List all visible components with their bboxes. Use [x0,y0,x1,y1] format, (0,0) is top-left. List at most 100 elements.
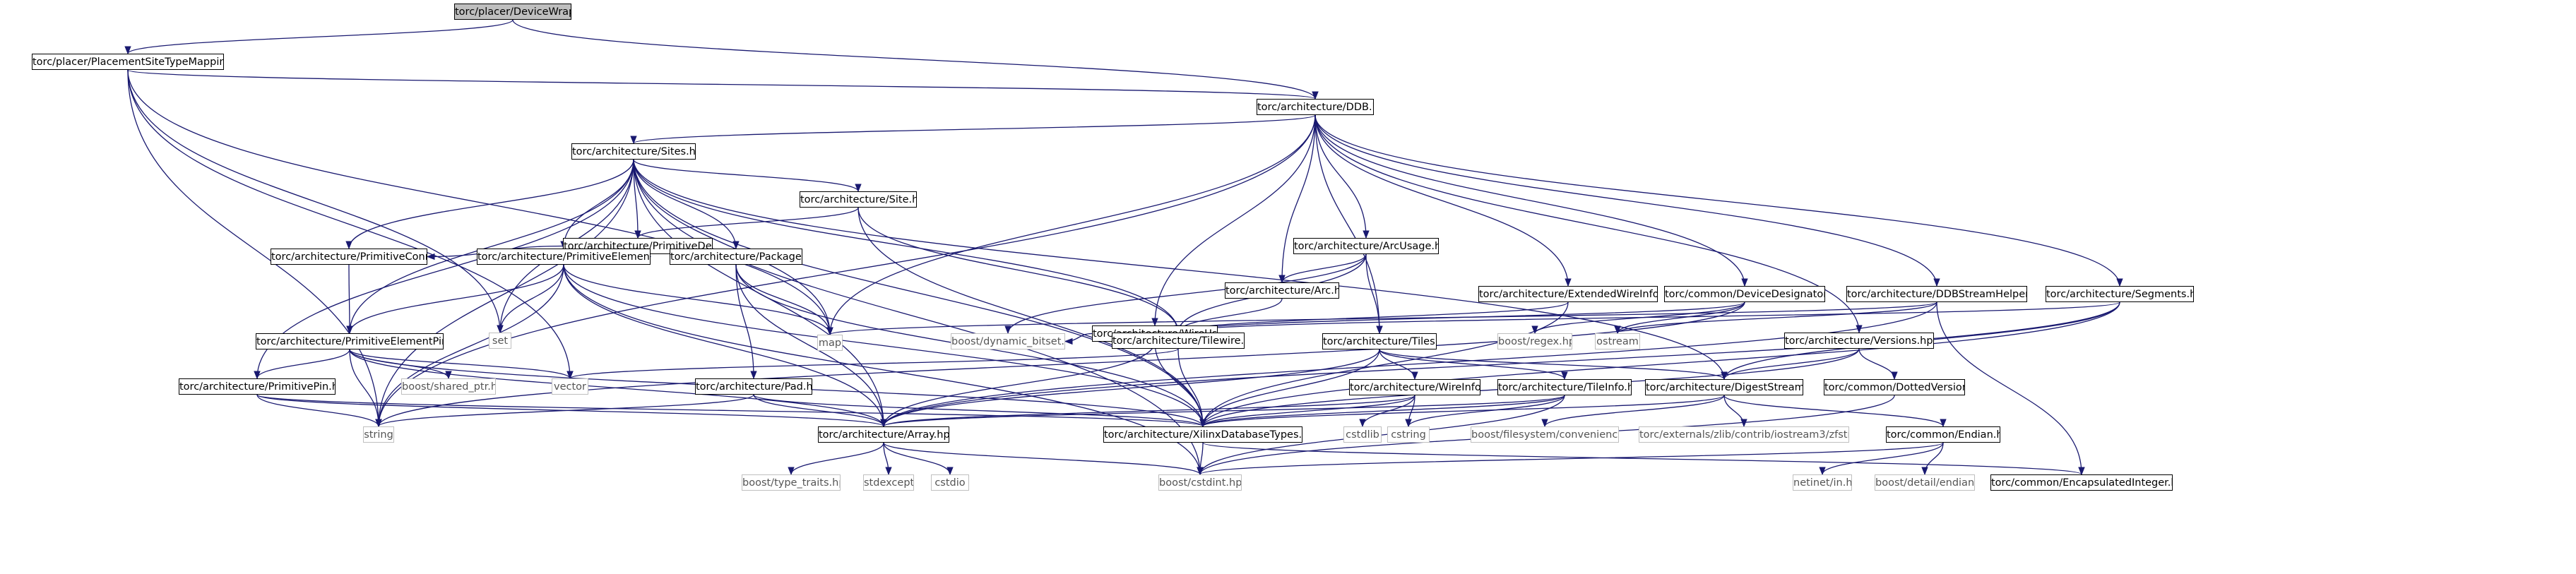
edge-n27-to-n40 [1541,395,1725,428]
edge-n13-to-n29 [1202,442,2085,476]
node-ext-zfstream: torc/externals/zlib/contrib/iostream3/zf… [1639,426,1849,443]
edge-n7-to-n30 [375,264,564,428]
node-xilinx-database-types-hpp[interactable]: torc/architecture/XilinxDatabaseTypes.hp… [1103,426,1302,443]
edge-n15-to-n18 [1365,253,1383,335]
edge-n6-to-n9 [346,264,353,335]
node-versions-hpp[interactable]: torc/architecture/Versions.hpp [1784,333,1934,349]
edge-n14-to-n12 [880,341,1156,428]
edge-n23-to-n32 [827,301,1937,336]
edge-n23-to-n29 [1936,301,2085,476]
node-site-hpp[interactable]: torc/architecture/Site.hpp [800,191,917,208]
node-tiles-hpp[interactable]: torc/architecture/Tiles.hpp [1322,333,1437,349]
node-ddb-stream-helper-hpp[interactable]: torc/architecture/DDBStreamHelper.hpp [1846,286,2027,302]
node-primitive-element-pin-hpp[interactable]: torc/architecture/PrimitiveElementPin.hp… [256,333,444,349]
edge-n1-to-n2 [127,69,1318,100]
edge-n0-to-n1 [124,19,514,55]
node-sites-hpp[interactable]: torc/architecture/Sites.hpp [571,143,696,160]
node-ext-boost-regex: boost/regex.hpp [1497,333,1572,349]
node-primitive-element-hpp[interactable]: torc/architecture/PrimitiveElement.hpp [477,249,651,265]
edge-n18-to-n19 [1379,349,1418,381]
node-placement-site-type-mapping-hpp[interactable]: torc/placer/PlacementSiteTypeMapping.hpp [32,54,224,70]
node-ext-cstring: cstring [1387,426,1430,443]
edge-n3-to-n6 [345,159,634,250]
node-array-hpp[interactable]: torc/architecture/Array.hpp [818,426,949,443]
edge-n12-to-n44 [883,442,954,476]
edge-n3-to-n27 [633,159,1728,381]
node-primitive-conn-hpp[interactable]: torc/architecture/PrimitiveConn.hpp [271,249,427,265]
node-segments-hpp[interactable]: torc/architecture/Segments.hpp [2046,286,2194,302]
node-endian-hpp[interactable]: torc/common/Endian.hpp [1886,426,2000,443]
edge-n2-to-n21 [1314,114,1572,287]
edge-n2-to-n15 [1314,114,1370,239]
node-arc-hpp[interactable]: torc/architecture/Arc.hpp [1225,282,1339,299]
edge-n4-to-n17 [857,207,1182,334]
edge-n2-to-n22 [1314,114,1748,287]
node-ext-stdexcept: stdexcept [863,474,914,491]
edge-n3-to-n30 [375,159,634,428]
edge-n20-to-n13 [1199,395,1565,428]
edge-n3-to-n32 [633,159,833,336]
edge-n2-to-n16 [1278,114,1316,284]
edge-n7-to-n13 [563,264,1206,428]
edge-n7-to-n12 [563,264,887,428]
edge-n9-to-n10 [254,349,350,380]
edge-n10-to-n30 [256,394,382,428]
edge-n3-to-n8 [633,159,740,250]
edge-n18-to-n27 [1379,349,1728,381]
edge-n9-to-n30 [349,349,382,428]
node-package-hpp[interactable]: torc/architecture/Package.hpp [670,249,802,265]
node-ext-boost-filesystem-convenience: boost/filesystem/convenience.hpp [1471,426,1619,443]
edge-n2-to-n18 [1314,114,1383,335]
node-device-wrapper-hpp[interactable]: torc/placer/DeviceWrapper.hpp [454,4,571,20]
edge-n4-to-n13 [857,207,1206,428]
node-primitive-pin-hpp[interactable]: torc/architecture/PrimitivePin.hpp [179,378,336,395]
edge-n2-to-n24 [1314,114,2123,287]
node-pad-hpp[interactable]: torc/architecture/Pad.hpp [695,378,812,395]
edge-n11-to-n30 [375,394,754,428]
node-digest-stream-hpp[interactable]: torc/architecture/DigestStream.hpp [1645,379,1803,395]
edge-n3-to-n9 [346,159,634,335]
edge-n1-to-n33 [127,69,574,380]
edge-n23-to-n12 [880,301,1937,428]
node-tilewire-hpp[interactable]: torc/architecture/Tilewire.hpp [1112,333,1245,349]
node-encapsulated-integer-hpp[interactable]: torc/common/EncapsulatedInteger.hpp [1990,474,2173,491]
node-ext-map: map [817,335,843,351]
edge-n18-to-n12 [880,349,1380,428]
edge-n22-to-n30 [375,301,1745,428]
edge-n7-to-n9 [346,264,564,335]
edge-n19-to-n12 [880,395,1415,428]
edge-n7-to-n31 [497,264,564,334]
node-ddb-hpp[interactable]: torc/architecture/DDB.hpp [1257,99,1374,115]
edge-n2-to-n23 [1314,114,1940,287]
node-ext-cstdlib: cstdlib [1343,426,1382,443]
edge-n9-to-n34 [349,349,452,380]
node-wire-info-hpp[interactable]: torc/architecture/WireInfo.hpp [1349,379,1480,395]
node-device-designator-hpp[interactable]: torc/common/DeviceDesignator.hpp [1664,286,1825,302]
node-tile-info-hpp[interactable]: torc/architecture/TileInfo.hpp [1497,379,1632,395]
edge-n12-to-n43 [883,442,892,476]
edge-n24-to-n12 [880,301,2120,428]
node-ext-boost-type-traits: boost/type_traits.hpp [742,474,841,491]
edge-n1-to-n32 [127,69,833,336]
node-arc-usage-hpp[interactable]: torc/architecture/ArcUsage.hpp [1293,238,1439,254]
node-ext-vector: vector [552,378,588,395]
edge-n4-to-n5 [634,207,859,239]
edge-n2-to-n14 [1151,114,1316,327]
edge-n24-to-n17 [1175,301,2120,334]
node-ext-netinet-in: netinet/in.h [1793,474,1852,491]
node-ext-boost-shared-ptr: boost/shared_ptr.hpp [401,378,496,395]
node-dotted-version-hpp[interactable]: torc/common/DottedVersion.hpp [1824,379,1965,395]
edge-n18-to-n13 [1199,349,1380,428]
edge-n8-to-n12 [735,264,887,428]
node-ext-cstdio: cstdio [931,474,969,491]
edge-n19-to-n13 [1199,395,1415,428]
edge-n12-to-n45 [883,442,1204,476]
node-extended-wire-info-hpp[interactable]: torc/architecture/ExtendedWireInfo.hpp [1478,286,1658,302]
edge-n23-to-n37 [1614,301,1937,335]
edge-n20-to-n39 [1405,395,1565,428]
edge-n2-to-n32 [826,114,1316,336]
edge-n8-to-n32 [735,264,833,336]
edge-n3-to-n17 [633,159,1182,334]
edge-n27-to-n13 [1199,395,1725,428]
